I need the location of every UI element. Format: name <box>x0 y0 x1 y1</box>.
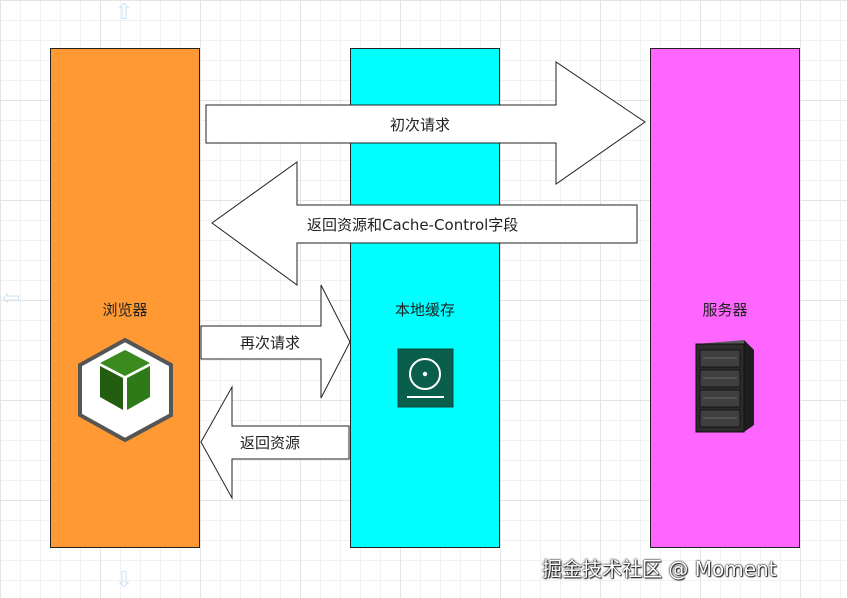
initial-request-arrow[interactable] <box>205 61 646 185</box>
local-cache-label: 本地缓存 <box>394 301 455 319</box>
initial-request-label: 初次请求 <box>390 116 451 134</box>
package-cube-icon <box>78 337 173 443</box>
server-column[interactable]: 服务器 <box>650 48 800 548</box>
watermark: 掘金技术社区 @ Moment <box>542 557 777 581</box>
return-cache-control-arrow[interactable] <box>211 161 638 286</box>
browser-column[interactable]: 浏览器 <box>50 48 200 548</box>
return-cache-control-label: 返回资源和Cache-Control字段 <box>307 216 519 234</box>
arrow-down-hint-icon: ⇩ <box>115 568 134 593</box>
return-resource-label: 返回资源 <box>240 434 301 452</box>
server-rack-icon <box>695 340 754 433</box>
arrow-left-hint-icon: ⇦ <box>2 286 21 311</box>
repeat-request-label: 再次请求 <box>240 334 301 352</box>
hard-disk-icon <box>397 348 454 408</box>
server-label: 服务器 <box>702 301 748 319</box>
browser-label: 浏览器 <box>102 301 148 319</box>
arrow-up-hint-icon: ⇧ <box>115 0 134 25</box>
repeat-request-arrow[interactable] <box>200 284 351 399</box>
return-resource-arrow[interactable] <box>200 385 350 500</box>
